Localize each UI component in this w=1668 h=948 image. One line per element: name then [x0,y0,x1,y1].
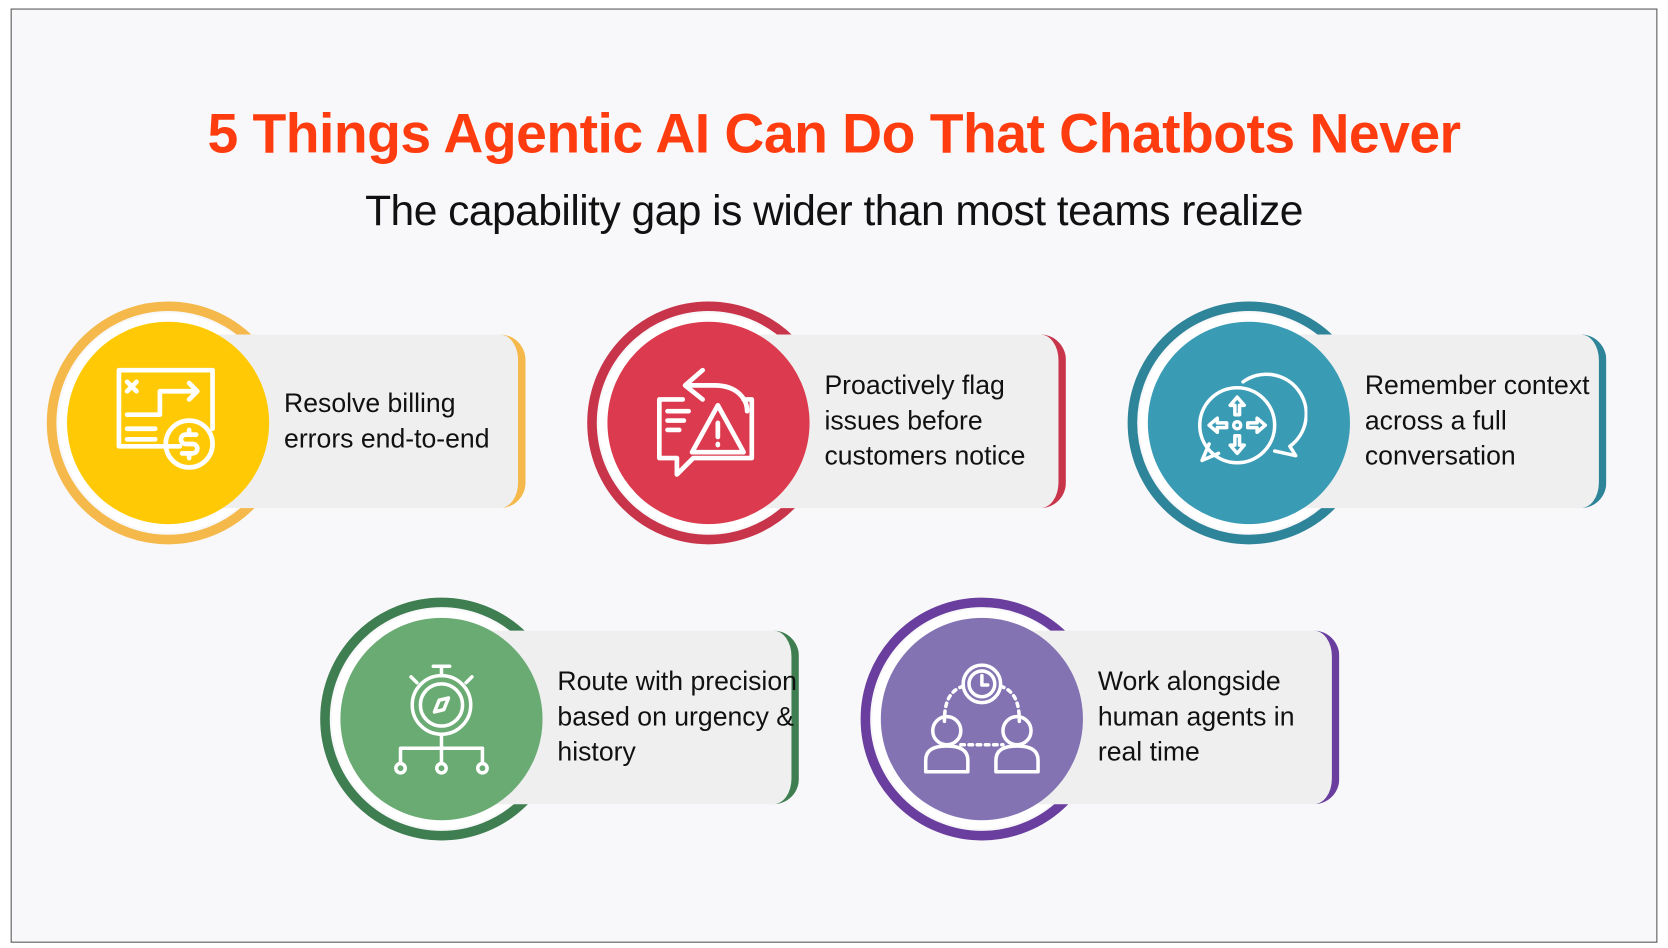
page-title: 5 Things Agentic AI Can Do That Chatbots… [207,103,1461,166]
item-text: Route with precision based on urgency & … [557,666,797,767]
page-subtitle: The capability gap is wider than most te… [365,187,1303,235]
capability-item-billing: Resolve billing errors end-to-end [46,301,547,546]
item-text: Remember context across a full conversat… [1364,370,1590,471]
item-text: Proactively flag issues before customers… [824,370,1026,471]
capability-item-human-agents: Work alongside human agents in real time [860,597,1361,843]
item-text: Work alongside human agents in real time [1097,666,1295,767]
capability-item-flag-issues: Proactively flag issues before customers… [587,301,1087,546]
agents-clock-icon [880,617,1083,821]
alert-message-icon [607,321,810,525]
capability-item-context: Remember context across a full conversat… [1127,301,1628,546]
chat-bubbles-arrows-icon [1147,321,1350,525]
item-text: Resolve billing errors end-to-end [284,388,490,454]
stopwatch-routing-icon [340,617,543,821]
billing-invoice-icon [67,321,270,525]
capability-item-routing: Route with precision based on urgency & … [320,597,820,843]
